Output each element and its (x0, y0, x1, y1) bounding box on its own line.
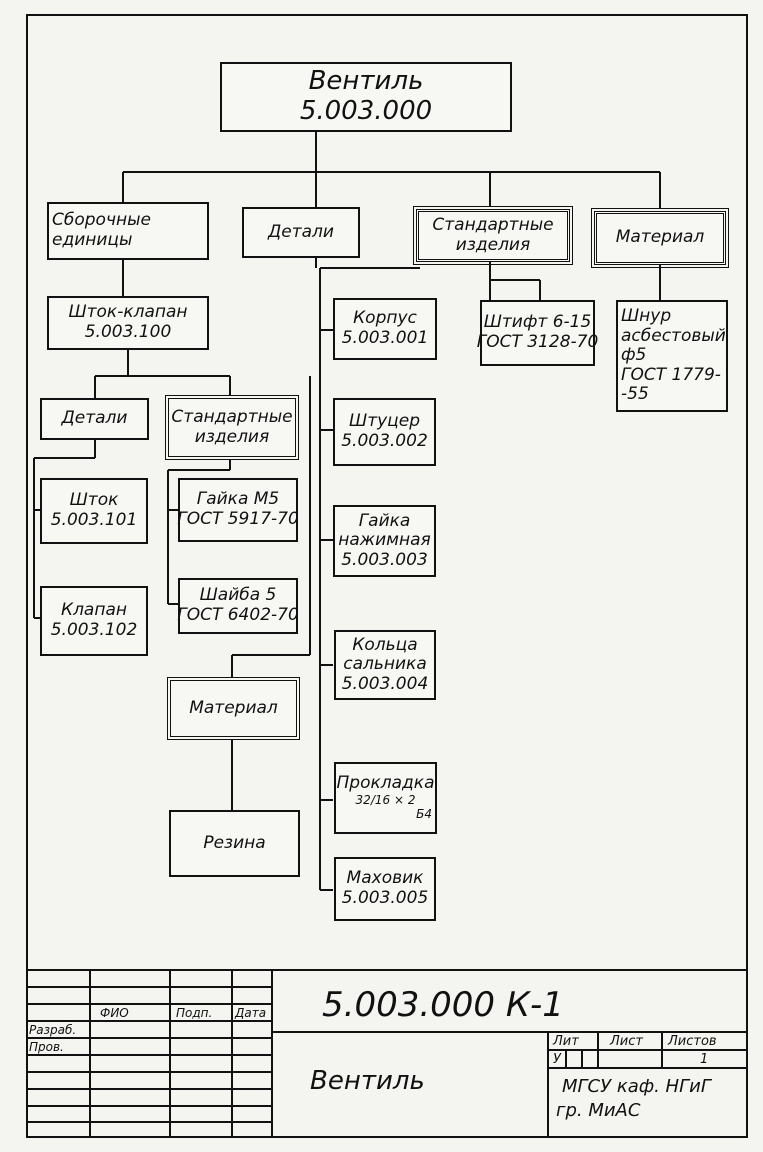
shaiba-code: ГОСТ 6402-70 (177, 605, 299, 625)
rezina-label: Резина (203, 832, 266, 853)
sub-parts-label: Детали (61, 408, 128, 429)
tb-designation: 5.003.000 К-1 (322, 985, 564, 1025)
assemblies-label-2: единицы (52, 230, 133, 250)
standard-node: Стандартные изделия (413, 206, 573, 265)
sub-material-label: Материал (189, 697, 278, 718)
korpus-code: 5.003.001 (341, 328, 429, 348)
prokladka-material: Б4 (416, 806, 432, 821)
kolca-code: 5.003.004 (341, 673, 429, 694)
shnur-gost-2: -55 (621, 384, 649, 405)
gaika-nazh-title: Гайка (358, 510, 411, 531)
assemblies-node: Сборочные единицы (47, 202, 209, 260)
tb-row-prov: Пров. (29, 1040, 64, 1054)
shtucer-title: Штуцер (349, 411, 420, 432)
shtucer-node: Штуцер 5.003.002 (333, 398, 436, 466)
shnur-gost: ГОСТ 1779- (621, 364, 721, 385)
assemblies-label: Сборочные (52, 210, 151, 231)
gaika-m5-node: Гайка М5 ГОСТ 5917-70 (177, 478, 299, 542)
root-code: 5.003.000 (299, 96, 433, 126)
tb-lit-label: Лит (553, 1034, 579, 1049)
klapan-node: Клапан 5.003.102 (40, 586, 148, 656)
kolca-node: Кольца сальника 5.003.004 (334, 630, 436, 700)
kolca-title: Кольца (352, 634, 418, 655)
shtok-title: Шток (69, 490, 119, 511)
rezina-node: Резина (169, 810, 300, 877)
assembly-title: Шток-клапан (68, 302, 188, 323)
sub-standard-label-2: изделия (194, 426, 270, 447)
shtift-title: Штифт 6-15 (483, 312, 592, 333)
mahovik-node: Маховик 5.003.005 (334, 857, 436, 921)
gaika-m5-title: Гайка М5 (196, 489, 280, 510)
tb-name: Вентиль (310, 1066, 425, 1096)
material-label: Материал (615, 227, 705, 248)
shtok-node: Шток 5.003.101 (40, 478, 148, 544)
shnur-title: Шнур (621, 306, 672, 327)
tb-org-line1: МГСУ каф. НГиГ (562, 1076, 711, 1097)
root-title: Вентиль (308, 66, 424, 97)
shtift-code: ГОСТ 3128-70 (476, 332, 599, 352)
shnur-title-2: асбестовый (621, 325, 726, 346)
tb-col-data: Дата (235, 1006, 267, 1020)
sub-standard-label: Стандартные (171, 406, 293, 427)
prokladka-title: Прокладка (336, 773, 435, 794)
tb-listov-label: Листов (668, 1034, 717, 1049)
standard-label: Стандартные (432, 214, 554, 235)
shtucer-code: 5.003.002 (341, 431, 428, 451)
parts-label: Детали (268, 221, 334, 242)
shtift-node: Штифт 6-15 ГОСТ 3128-70 (477, 300, 598, 366)
mahovik-code: 5.003.005 (341, 888, 429, 908)
shnur-size: ф5 (621, 345, 647, 366)
tb-list-label: Лист (610, 1034, 643, 1049)
assembly-code: 5.003.100 (84, 322, 172, 342)
sub-material-node: Материал (167, 677, 300, 740)
klapan-code: 5.003.102 (50, 620, 138, 640)
sub-standard-node: Стандартные изделия (165, 395, 299, 460)
assembly-node: Шток-клапан 5.003.100 (47, 296, 209, 350)
prokladka-node: Прокладка 32/16 × 2 Б4 (334, 762, 437, 834)
sub-parts-node: Детали (40, 398, 149, 440)
gaika-nazh-title-2: нажимная (338, 530, 431, 551)
shtok-code: 5.003.101 (50, 510, 138, 530)
mahovik-title: Маховик (346, 868, 424, 889)
gaika-nazh-node: Гайка нажимная 5.003.003 (333, 505, 436, 577)
tb-col-fio: ФИО (100, 1006, 129, 1020)
gaika-m5-code: ГОСТ 5917-70 (177, 509, 299, 529)
shnur-node: Шнур асбестовый ф5 ГОСТ 1779- -55 (616, 300, 728, 412)
korpus-title: Корпус (353, 308, 417, 329)
prokladka-size: 32/16 × 2 (355, 792, 416, 807)
tb-org-line2: гр. МиАС (556, 1100, 641, 1121)
shaiba-node: Шайба 5 ГОСТ 6402-70 (177, 578, 299, 634)
tb-col-podp: Подп. (176, 1006, 213, 1020)
klapan-title: Клапан (61, 600, 127, 621)
root-node: Вентиль 5.003.000 (220, 62, 512, 132)
kolca-title-2: сальника (343, 654, 427, 675)
standard-label-2: изделия (455, 234, 531, 255)
drawing-sheet (26, 14, 748, 1138)
tb-lit-value: У (553, 1052, 561, 1067)
shaiba-title: Шайба 5 (199, 585, 277, 606)
parts-node: Детали (242, 207, 360, 258)
korpus-node: Корпус 5.003.001 (333, 298, 437, 360)
tb-row-razrab: Разраб. (29, 1023, 77, 1037)
tb-listov-value: 1 (700, 1052, 709, 1067)
gaika-nazh-code: 5.003.003 (341, 549, 428, 570)
material-node: Материал (591, 208, 729, 268)
